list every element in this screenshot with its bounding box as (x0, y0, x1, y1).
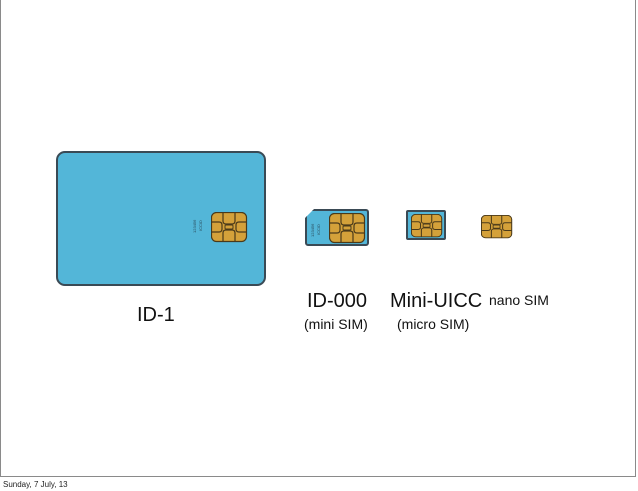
slide-canvas: 123456 ICCID 123456 ICCID ID-1 ID-000 (m… (0, 0, 636, 477)
id000-label: ID-000 (307, 290, 368, 312)
footer-date: Sunday, 7 July, 13 (3, 480, 68, 489)
id1-label: ID-1 (137, 304, 175, 326)
id1-chip-icon (211, 212, 248, 243)
nano-sim-label: nano SIM (489, 292, 549, 308)
nano-sim-chip-icon (481, 215, 513, 239)
mini-sim-number-text: 123456 (310, 223, 315, 237)
micro-sim-chip-icon (411, 214, 443, 238)
mini-sim-chip-icon (329, 213, 366, 244)
mini-sim-card: 123456 ICCID (305, 209, 369, 246)
id1-card-iccid-text: ICCID (198, 220, 203, 231)
mini-sim-iccid-text: ICCID (316, 224, 321, 235)
id1-card: 123456 ICCID (56, 151, 266, 286)
micro-sim-card (406, 210, 446, 240)
id1-card-number-text: 123456 (192, 219, 197, 233)
id000-sublabel: (mini SIM) (304, 316, 368, 332)
mini-uicc-sublabel: (micro SIM) (397, 316, 470, 332)
mini-uicc-label: Mini-UICC (390, 290, 483, 312)
